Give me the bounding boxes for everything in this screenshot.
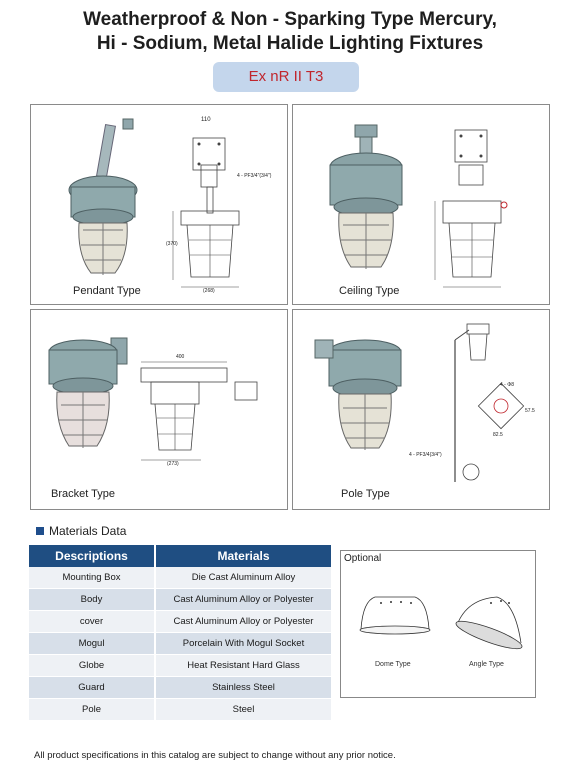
cell-description: Pole bbox=[29, 698, 156, 721]
caption-bracket: Bracket Type bbox=[51, 488, 115, 500]
dome-reflector-icon bbox=[360, 596, 430, 630]
angle-caption: Angle Type bbox=[469, 661, 504, 668]
panel-bracket: Bracket Type 400 (273) bbox=[30, 309, 288, 510]
cell-description: cover bbox=[29, 610, 156, 633]
title-line-1: Weatherproof & Non - Sparking Type Mercu… bbox=[83, 9, 497, 30]
cell-material: Cast Aluminum Alloy or Polyester bbox=[155, 588, 331, 611]
bracket-illustration bbox=[48, 337, 258, 461]
page-title: Weatherproof & Non - Sparking Type Mercu… bbox=[0, 8, 580, 56]
panel-pendant: Pendant Type 110 4 - PF3/4"(3/4") (370) … bbox=[30, 104, 288, 305]
dim-370: (370) bbox=[166, 241, 178, 247]
footer-note: All product specifications in this catal… bbox=[34, 750, 396, 761]
materials-heading: Materials Data bbox=[36, 524, 126, 538]
cell-description: Guard bbox=[29, 676, 156, 699]
caption-ceiling: Ceiling Type bbox=[339, 285, 400, 297]
cell-material: Heat Resistant Hard Glass bbox=[155, 654, 331, 677]
cell-material: Porcelain With Mogul Socket bbox=[155, 632, 331, 655]
col-materials: Materials bbox=[155, 545, 331, 567]
cell-description: Globe bbox=[29, 654, 156, 677]
square-bullet-icon bbox=[36, 527, 44, 535]
pole-holes: 4 - Φ8 bbox=[500, 382, 514, 388]
title-line-2: Hi - Sodium, Metal Halide Lighting Fixtu… bbox=[96, 33, 484, 54]
pf-label: 4 - PF3/4"(3/4") bbox=[237, 173, 272, 179]
optional-illustration bbox=[359, 596, 523, 650]
pole-d1: 57.5 bbox=[525, 408, 535, 414]
dim-273: (273) bbox=[167, 461, 179, 467]
optional-label: Optional bbox=[344, 553, 382, 564]
dome-caption: Dome Type bbox=[375, 661, 411, 668]
materials-heading-text: Materials Data bbox=[49, 524, 127, 538]
angle-reflector-icon bbox=[456, 596, 522, 644]
pole-pf: 4 - PF3/4(3/4") bbox=[409, 452, 442, 458]
dim-400: 400 bbox=[176, 354, 185, 360]
optional-box: Optional Dome Type Angle Type bbox=[340, 550, 536, 698]
cell-description: Mounting Box bbox=[29, 567, 156, 589]
cell-material: Stainless Steel bbox=[155, 676, 331, 699]
caption-pole: Pole Type bbox=[341, 488, 390, 500]
dim-268: (268) bbox=[203, 288, 215, 294]
cell-material: Steel bbox=[155, 698, 331, 721]
ceiling-illustration bbox=[329, 124, 508, 288]
pole-d2: 82.5 bbox=[493, 432, 503, 438]
cell-description: Body bbox=[29, 588, 156, 611]
rating-badge: Ex nR II T3 bbox=[213, 62, 359, 92]
panel-ceiling: Ceiling Type bbox=[292, 104, 550, 305]
cell-material: Cast Aluminum Alloy or Polyester bbox=[155, 610, 331, 633]
table-header-row: Descriptions Materials bbox=[29, 545, 331, 567]
col-descriptions: Descriptions bbox=[29, 545, 156, 567]
caption-pendant: Pendant Type bbox=[73, 285, 141, 297]
pole-illustration bbox=[314, 323, 525, 482]
cell-description: Mogul bbox=[29, 632, 156, 655]
pendant-illustration bbox=[68, 118, 240, 288]
dim-110: 110 bbox=[201, 117, 211, 123]
panel-pole: Pole Type 4 - Φ8 57.5 82.5 4 - PF3/4(3/4… bbox=[292, 309, 550, 510]
cell-material: Die Cast Aluminum Alloy bbox=[155, 567, 331, 589]
